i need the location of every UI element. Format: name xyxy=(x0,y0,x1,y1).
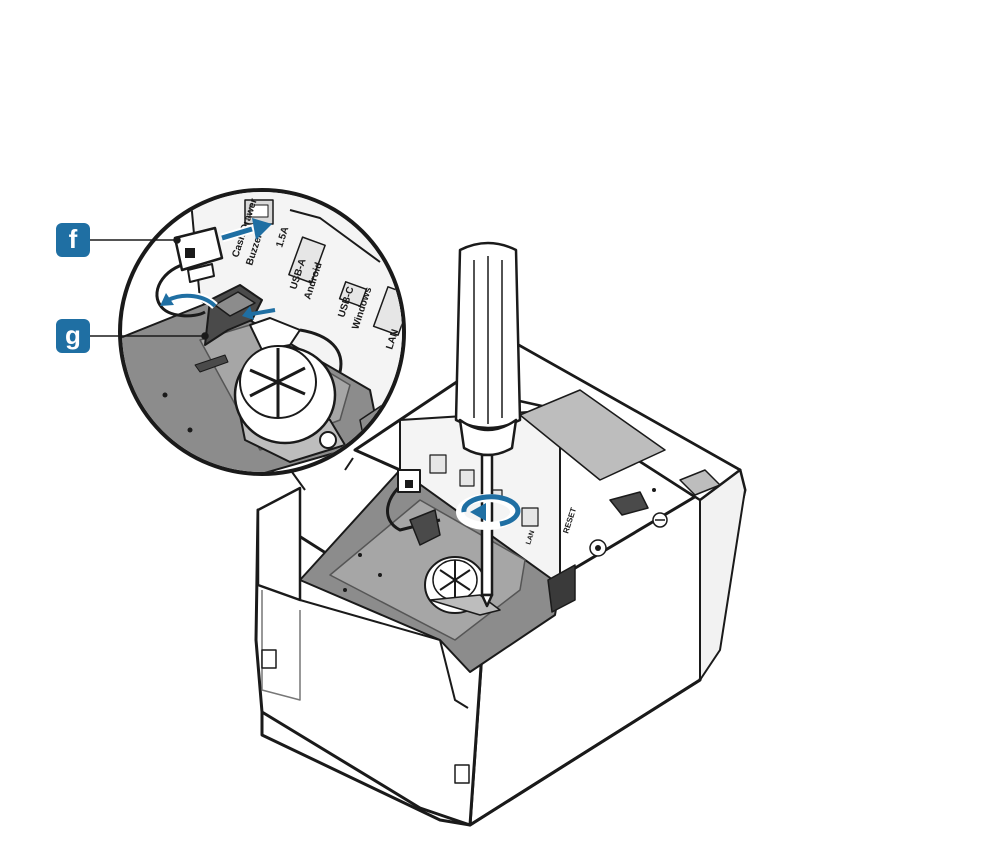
cable-clamp xyxy=(204,284,301,351)
gear-wheel-main xyxy=(424,556,501,616)
printer-left-shelf xyxy=(256,486,302,602)
gear-wheel-zoom xyxy=(233,345,346,463)
leader-lines xyxy=(90,236,209,340)
usb-c-port xyxy=(338,281,368,307)
routing-arrow-icon xyxy=(160,291,276,320)
callout-f: f xyxy=(56,223,90,257)
zoom-inset: Cash Drawer Buzzer 1.5A USB-A Android US… xyxy=(118,188,406,491)
clockwise-rotation-icon xyxy=(456,494,521,530)
callout-g: g xyxy=(56,319,90,353)
lan-port-small xyxy=(521,507,539,527)
callout-f-letter: f xyxy=(68,223,78,254)
cash-drawer-cable-connector xyxy=(155,226,224,318)
insert-arrow-icon xyxy=(220,218,272,243)
usb-a-port xyxy=(288,236,326,284)
label-window xyxy=(519,389,666,481)
callout-g-letter: g xyxy=(65,319,81,350)
